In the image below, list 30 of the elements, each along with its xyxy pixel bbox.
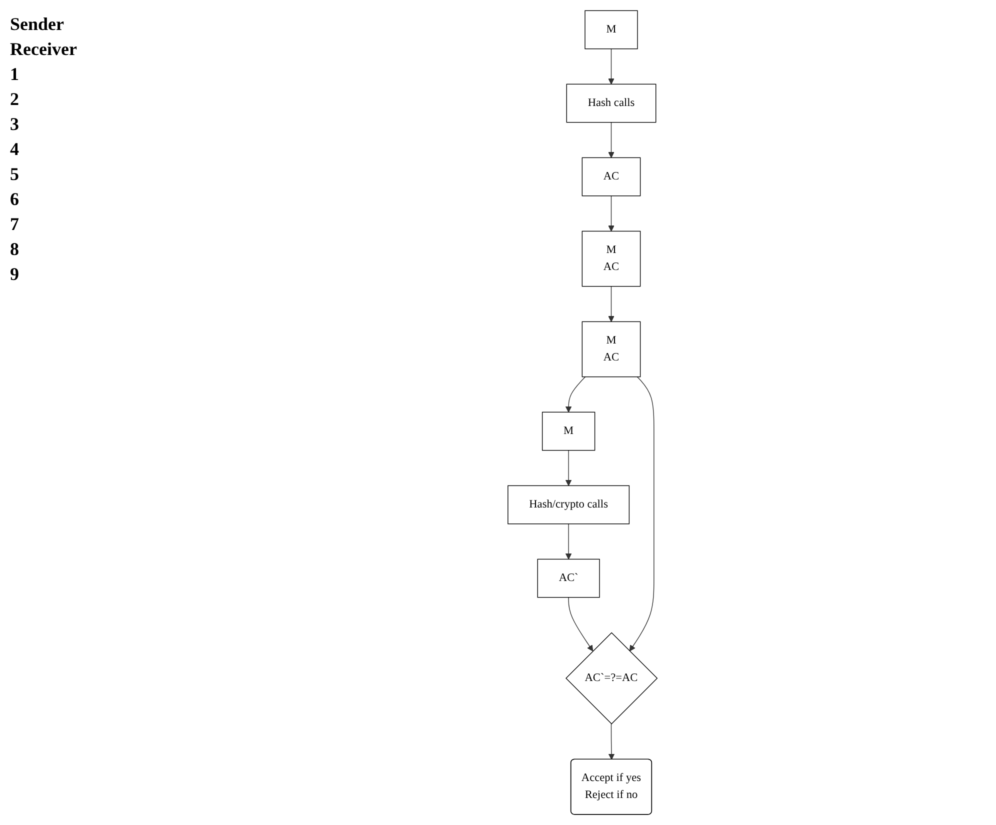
arrow xyxy=(566,450,572,486)
arrow xyxy=(608,196,615,232)
node-box: AC xyxy=(582,157,642,196)
node-box: M xyxy=(542,412,596,451)
arrow xyxy=(566,376,586,412)
node-diamond: AC`=?=AC xyxy=(566,632,658,724)
step-label: 9 xyxy=(10,264,20,285)
node-box: Hash calls xyxy=(566,84,657,123)
step-label: 1 xyxy=(10,64,20,85)
step-label: 6 xyxy=(10,189,20,210)
step-label: 3 xyxy=(10,114,20,135)
node-box: M xyxy=(585,10,638,50)
step-label: 2 xyxy=(10,89,20,110)
arrow xyxy=(608,122,615,158)
step-label: 5 xyxy=(10,164,20,185)
arrow xyxy=(630,376,655,652)
step-label: 4 xyxy=(10,139,20,160)
step-label: Sender xyxy=(10,14,65,35)
step-label: 8 xyxy=(10,239,20,260)
step-label: Receiver xyxy=(10,39,78,60)
arrow xyxy=(608,48,615,84)
node-box: M AC xyxy=(582,230,642,287)
node-box: M AC xyxy=(582,321,642,378)
arrow xyxy=(608,724,616,760)
arrow xyxy=(566,524,572,560)
step-label: 7 xyxy=(10,214,20,235)
node-box: AC` xyxy=(538,558,600,598)
arrow xyxy=(608,286,615,322)
node-box: Hash/crypto calls xyxy=(508,485,630,524)
arrow xyxy=(568,597,594,652)
